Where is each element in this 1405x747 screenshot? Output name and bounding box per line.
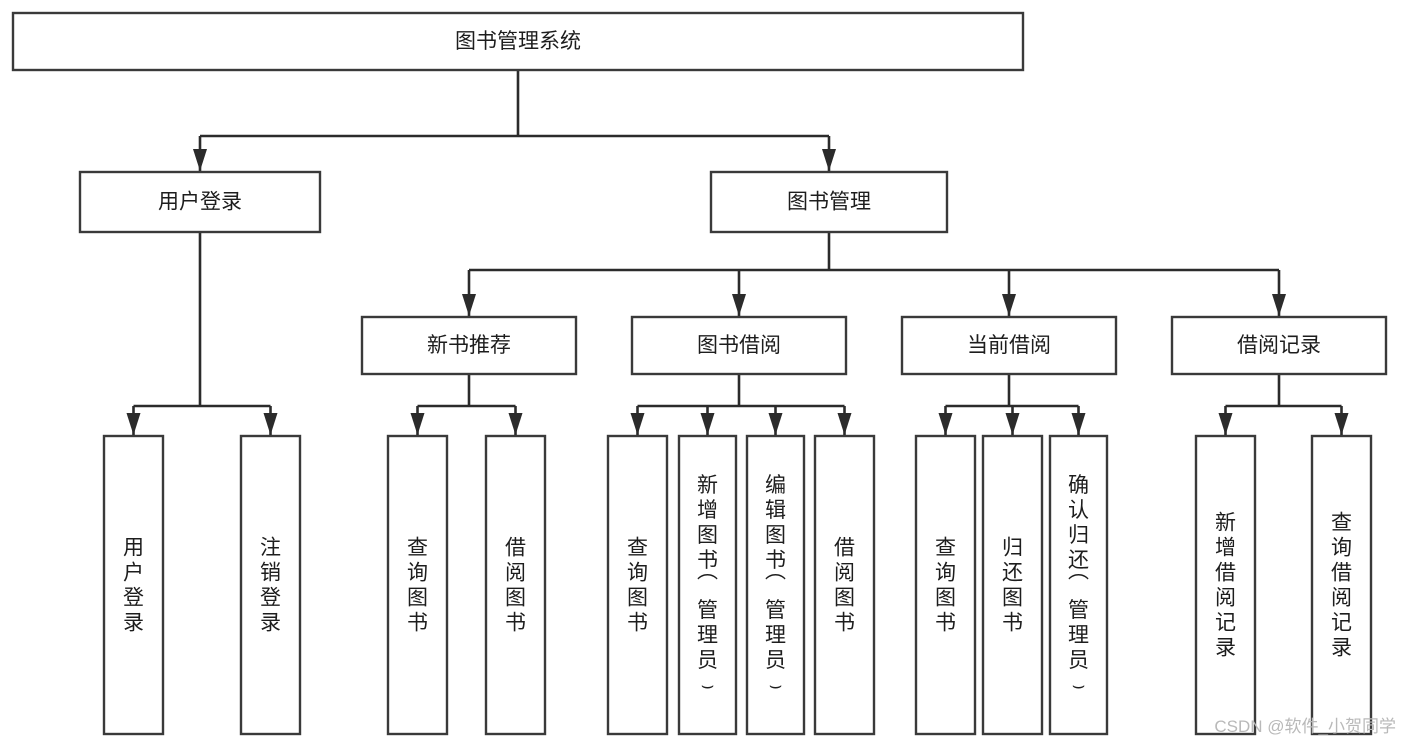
book-mgmt-arrow-icon-0 xyxy=(462,294,476,316)
l3-2-arrow-icon-0 xyxy=(938,413,953,435)
node-label: 查询图书 xyxy=(407,536,428,634)
user-login-arrow-icon-0 xyxy=(126,413,141,435)
node-box[interactable] xyxy=(677,434,738,736)
node-label: 借阅图书 xyxy=(834,536,855,634)
node-leaf-2-查询图书[interactable]: 查询图书 xyxy=(386,434,449,736)
node-label: 图书管理系统 xyxy=(455,30,581,53)
node-label: 借阅记录 xyxy=(1237,334,1321,357)
node-leaf-4-查询图书[interactable]: 查询图书 xyxy=(606,434,669,736)
node-label: 查询图书 xyxy=(627,536,648,634)
csdn-watermark: CSDN @软件_小贺同学 xyxy=(1214,717,1396,736)
node-box[interactable] xyxy=(1170,315,1388,376)
node-label: 用户登录 xyxy=(158,191,242,214)
paren-glyph: ⌒ xyxy=(697,574,718,597)
l3-2-arrow-icon-1 xyxy=(1005,413,1020,435)
node-box[interactable] xyxy=(709,170,949,234)
l3-1-arrow-icon-3 xyxy=(837,413,852,435)
node-box[interactable] xyxy=(11,11,1025,72)
l3-0-arrow-icon-0 xyxy=(410,413,425,435)
node-box[interactable] xyxy=(1194,434,1257,736)
node-box[interactable] xyxy=(606,434,669,736)
paren-glyph: ⌒ xyxy=(1068,574,1089,597)
node-box[interactable] xyxy=(981,434,1044,736)
l3-2-arrow-icon-2 xyxy=(1071,413,1086,435)
node-box[interactable] xyxy=(360,315,578,376)
node-leaf-8-查询图书[interactable]: 查询图书 xyxy=(914,434,977,736)
node-l3-3-借阅记录[interactable]: 借阅记录 xyxy=(1170,315,1388,376)
node-leaf-3-借阅图书[interactable]: 借阅图书 xyxy=(484,434,547,736)
node-box[interactable] xyxy=(386,434,449,736)
node-label: 当前借阅 xyxy=(967,334,1051,357)
node-leaf-11-新增借阅记录[interactable]: 新增借阅记录 xyxy=(1194,434,1257,736)
l3-1-arrow-icon-0 xyxy=(630,413,645,435)
node-box[interactable] xyxy=(914,434,977,736)
node-l2-1-图书管理[interactable]: 图书管理 xyxy=(709,170,949,234)
node-label: 查询图书 xyxy=(935,536,956,634)
node-label: 新增借阅记录 xyxy=(1215,511,1236,659)
node-leaf-6-编辑图书-管理员[interactable]: 编辑图书⌒管理员⌣ xyxy=(745,434,806,736)
node-box[interactable] xyxy=(1310,434,1373,736)
node-box[interactable] xyxy=(239,434,302,736)
node-box[interactable] xyxy=(900,315,1118,376)
node-layer: 图书管理系统用户登录图书管理新书推荐图书借阅当前借阅借阅记录用户登录注销登录查询… xyxy=(11,11,1388,736)
node-label: 新书推荐 xyxy=(427,334,511,357)
user-login-arrow-icon-1 xyxy=(263,413,278,435)
l3-3-arrow-icon-1 xyxy=(1334,413,1349,435)
node-label: 注销登录 xyxy=(260,536,281,634)
node-leaf-0-用户登录[interactable]: 用户登录 xyxy=(102,434,165,736)
node-label: 归还图书 xyxy=(1002,536,1023,634)
node-box[interactable] xyxy=(630,315,848,376)
node-label: 借阅图书 xyxy=(505,536,526,634)
l3-3-arrow-icon-0 xyxy=(1218,413,1233,435)
l3-1-arrow-icon-2 xyxy=(768,413,783,435)
node-l3-2-当前借阅[interactable]: 当前借阅 xyxy=(900,315,1118,376)
node-box[interactable] xyxy=(745,434,806,736)
node-leaf-5-新增图书-管理员[interactable]: 新增图书⌒管理员⌣ xyxy=(677,434,738,736)
book-mgmt-arrow-icon-3 xyxy=(1272,294,1286,316)
node-l3-0-新书推荐[interactable]: 新书推荐 xyxy=(360,315,578,376)
node-box[interactable] xyxy=(813,434,876,736)
node-leaf-10-确认归还-管理员[interactable]: 确认归还⌒管理员⌣ xyxy=(1048,434,1109,736)
book-mgmt-arrow-icon-2 xyxy=(1002,294,1016,316)
node-root-0-图书管理系统[interactable]: 图书管理系统 xyxy=(11,11,1025,72)
root-arrow-icon-0 xyxy=(193,149,207,171)
node-leaf-1-注销登录[interactable]: 注销登录 xyxy=(239,434,302,736)
paren-glyph: ⌣ xyxy=(1072,674,1086,697)
connector-layer xyxy=(126,70,1349,435)
node-label: 用户登录 xyxy=(123,536,144,634)
node-label: 图书管理 xyxy=(787,191,871,214)
l3-1-arrow-icon-1 xyxy=(700,413,715,435)
paren-glyph: ⌣ xyxy=(769,674,783,697)
node-label: 编辑图书⌒管理员⌣ xyxy=(765,474,786,697)
node-label: 查询借阅记录 xyxy=(1331,511,1352,659)
node-leaf-7-借阅图书[interactable]: 借阅图书 xyxy=(813,434,876,736)
node-leaf-9-归还图书[interactable]: 归还图书 xyxy=(981,434,1044,736)
node-box[interactable] xyxy=(78,170,322,234)
node-label: 新增图书⌒管理员⌣ xyxy=(697,474,718,697)
l3-0-arrow-icon-1 xyxy=(508,413,523,435)
node-box[interactable] xyxy=(1048,434,1109,736)
node-label: 图书借阅 xyxy=(697,334,781,357)
paren-glyph: ⌒ xyxy=(765,574,786,597)
node-l3-1-图书借阅[interactable]: 图书借阅 xyxy=(630,315,848,376)
node-l2-0-用户登录[interactable]: 用户登录 xyxy=(78,170,322,234)
node-label: 确认归还⌒管理员⌣ xyxy=(1068,474,1089,697)
node-leaf-12-查询借阅记录[interactable]: 查询借阅记录 xyxy=(1310,434,1373,736)
paren-glyph: ⌣ xyxy=(701,674,715,697)
node-box[interactable] xyxy=(102,434,165,736)
book-mgmt-arrow-icon-1 xyxy=(732,294,746,316)
node-box[interactable] xyxy=(484,434,547,736)
root-arrow-icon-1 xyxy=(822,149,836,171)
